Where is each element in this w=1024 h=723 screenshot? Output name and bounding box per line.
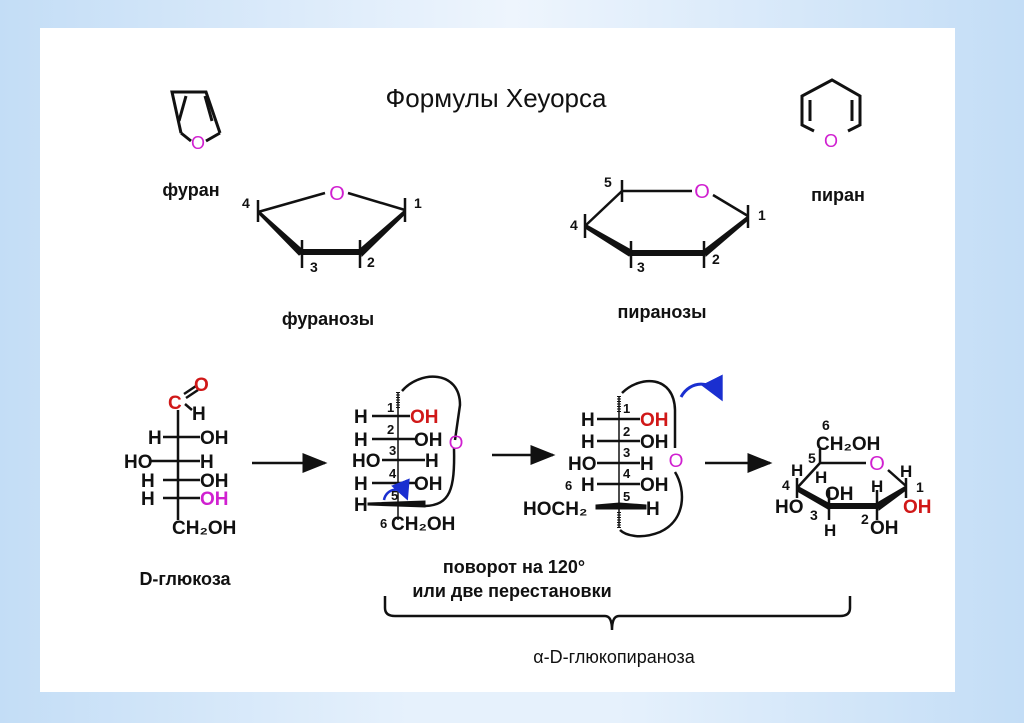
glucose-row1-left: H [148,428,162,449]
fischer2-row1-right: OH [640,410,669,431]
rotation-note-line2: или две перестановки [412,581,611,601]
furanose-number-4: 4 [242,195,250,211]
haworth-oxygen: O [869,453,885,475]
fischer1-row3-right: H [425,451,439,472]
fischer2-row3-left: HO [568,454,597,475]
fischer2-c5-left: HOCH₂ [523,499,587,520]
haworth-c4-ho: HO [775,497,804,518]
glucose-row4-left: H [141,489,155,510]
pyranose-number-2: 2 [712,251,720,267]
fischer2-number-2: 2 [623,424,630,439]
pyranose-label: пиранозы [618,302,707,322]
glucose-label: D-глюкоза [139,569,231,589]
fischer2-row1-left: H [581,410,595,431]
furan-label: фуран [162,180,219,200]
pyranose-ring [583,180,750,268]
furanose-number-2: 2 [367,254,375,270]
furanose-label: фуранозы [282,309,374,329]
glucose-row2-left: HO [124,452,153,473]
glucose-aldehyde-o: O [194,375,209,396]
haworth-c1-h: H [900,462,912,481]
haworth-ch2oh: CH₂OH [816,434,880,455]
fischer1-row1-right: OH [410,407,439,428]
haworth-glucose-ring [795,449,908,520]
furan-structure [170,90,222,143]
glucose-bottom: CH₂OH [172,518,236,539]
rotation-arrow-blue [382,478,410,501]
pyranose-number-1: 1 [758,207,766,223]
fischer2-oxygen: O [669,451,684,472]
fischer1-number-4: 4 [389,466,397,481]
haworth-c1-oh: OH [903,497,932,518]
fischer1-row4-left: H [354,474,368,495]
fischer1-row2-left: H [354,430,368,451]
glucose-row1-right: OH [200,428,229,449]
fischer1-row2-right: OH [414,430,443,451]
fischer1-bottom: CH₂OH [391,514,455,535]
glucose-row3-left: H [141,471,155,492]
furanose-number-1: 1 [414,195,422,211]
fischer-ring-1 [367,375,462,520]
fischer1-oxygen: O [449,433,464,454]
fischer2-c5-right: H [646,499,660,520]
fischer2-number-6: 6 [565,478,572,493]
haworth-number-2: 2 [861,511,869,527]
pyranose-number-5: 5 [604,174,612,190]
fischer2-number-1: 1 [623,401,630,416]
glucose-row3-right: OH [200,471,229,492]
pyran-structure [800,78,862,133]
fischer2-row2-left: H [581,432,595,453]
furan-oxygen: O [191,133,205,153]
haworth-number-6: 6 [822,417,830,433]
fischer1-number-6: 6 [380,516,387,531]
fischer1-row1-left: H [354,407,368,428]
fischer2-number-4: 4 [623,466,631,481]
page-title: Формулы Хеуорса [386,83,607,113]
furanose-oxygen: O [329,183,345,205]
fischer1-c5-left: H [354,495,368,516]
glucose-aldehyde-h: H [192,404,206,425]
pyranose-number-4: 4 [570,217,578,233]
haworth-c3-h: H [824,521,836,540]
fischer1-row3-left: HO [352,451,381,472]
fischer1-number-5: 5 [391,488,398,503]
haworth-c3-oh: OH [825,484,854,505]
fischer-ring-2 [595,379,684,538]
fischer2-row2-right: OH [640,432,669,453]
rotation-note-line1: поворот на 120° [443,557,585,577]
haworth-number-3: 3 [810,507,818,523]
haworth-number-1: 1 [916,479,924,495]
fischer2-row4-right: OH [640,475,669,496]
slide-background-top [0,0,1024,28]
slide-card [40,28,955,692]
fischer1-number-3: 3 [389,443,396,458]
haworth-number-4: 4 [782,477,790,493]
furanose-number-3: 3 [310,259,318,275]
fischer1-number-2: 2 [387,422,394,437]
fischer1-row4-right: OH [414,474,443,495]
fischer1-number-1: 1 [387,400,394,415]
fischer2-number-3: 3 [623,445,630,460]
fischer2-row4-left: H [581,475,595,496]
fischer2-number-5: 5 [623,489,630,504]
glucose-row2-right: H [200,452,214,473]
grouping-bracket [383,596,852,631]
pyranose-oxygen: O [694,181,710,203]
fischer2-row3-right: H [640,454,654,475]
pyran-label: пиран [811,185,865,205]
glucose-aldehyde-c: C [168,393,182,414]
bracket-label: α-D-глюкопираноза [533,647,695,667]
pyran-oxygen: O [824,131,838,151]
furanose-ring [256,191,407,268]
haworth-c5-h: H [815,468,827,487]
glucose-row4-right: OH [200,489,229,510]
haworth-c4-h: H [791,461,803,480]
pyranose-number-3: 3 [637,259,645,275]
glucose-open-chain [150,384,200,520]
haworth-c2-h: H [871,477,883,496]
haworth-c2-oh: OH [870,518,899,539]
haworth-number-5: 5 [808,450,816,466]
rotation-arrow-blue-2 [679,374,723,402]
